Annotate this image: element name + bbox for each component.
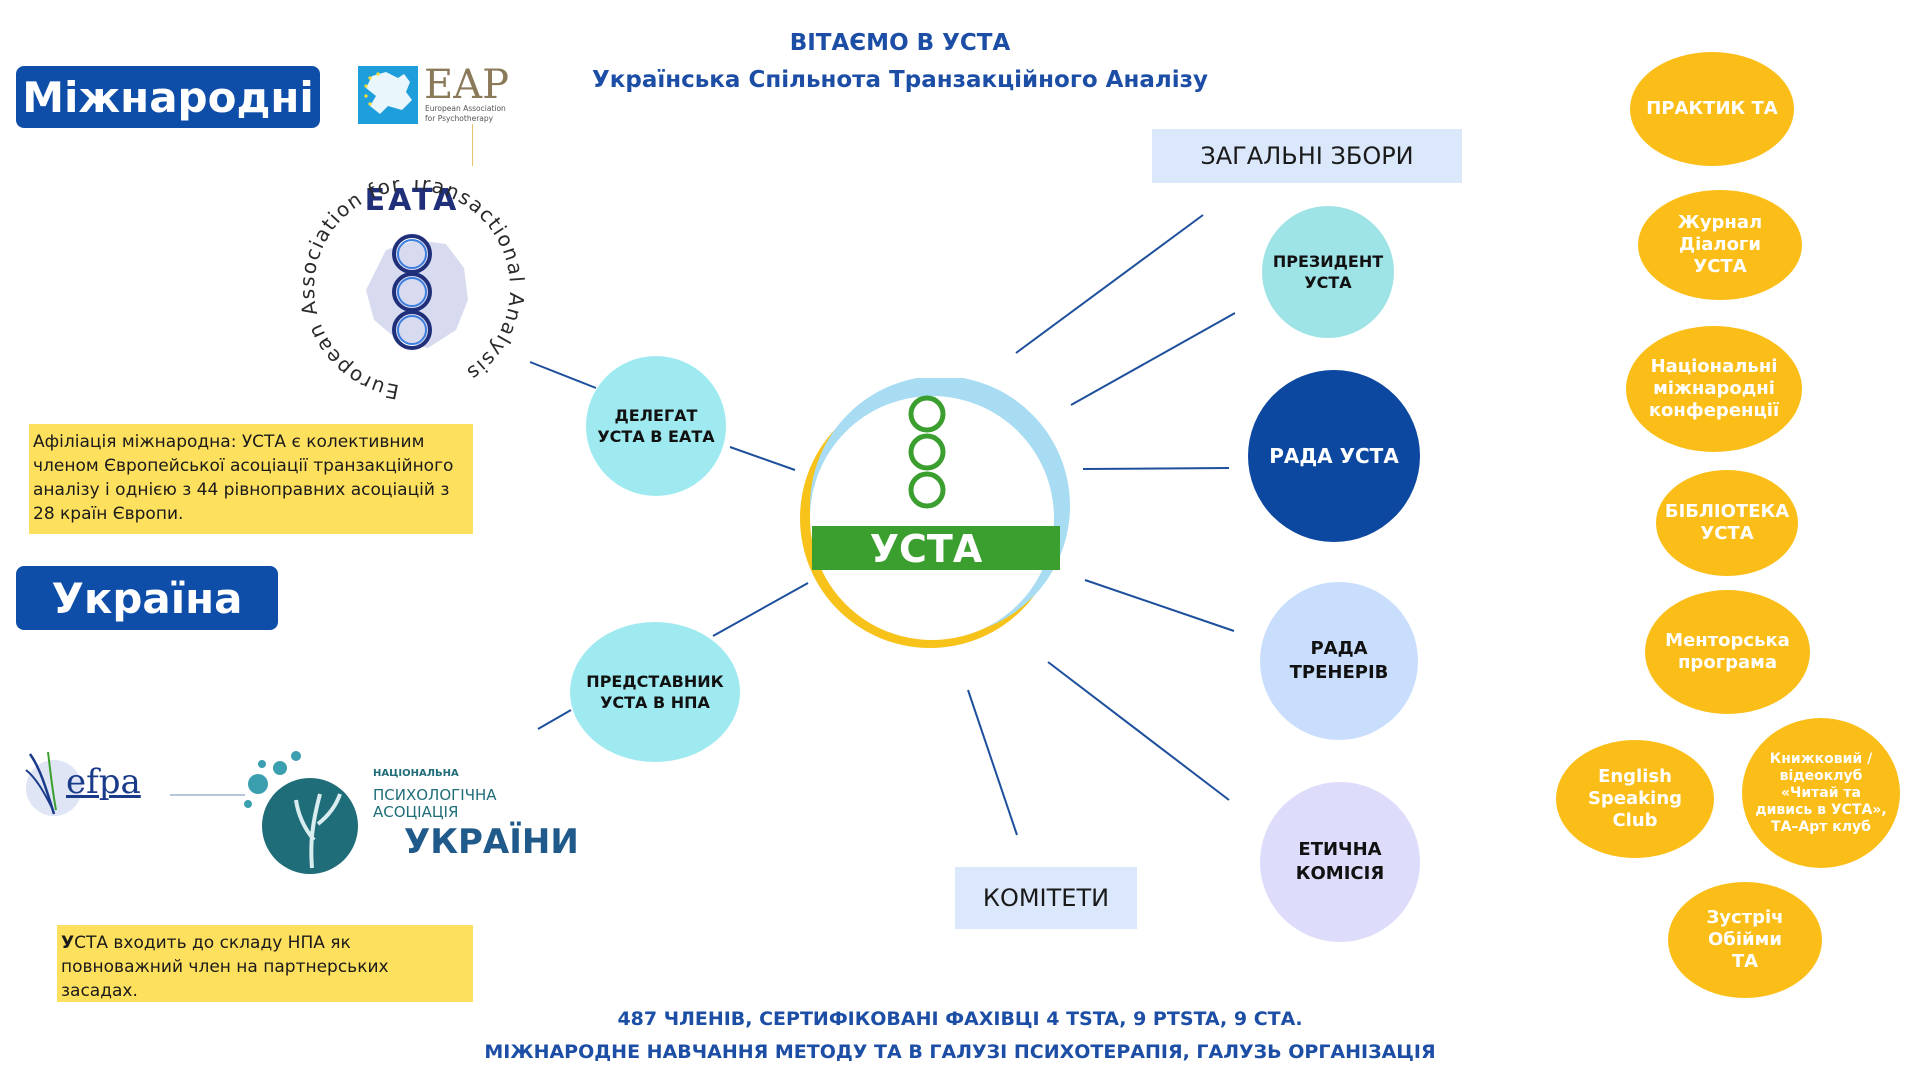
meeting-oval: Зустріч Обійми ТА [1668, 882, 1822, 998]
ukraine-tag: Україна [16, 566, 278, 630]
general-meeting-box: ЗАГАЛЬНІ ЗБОРИ [1152, 129, 1462, 183]
trainers-council-node: РАДА ТРЕНЕРІВ [1260, 582, 1418, 740]
npa-plant-icon [244, 751, 358, 874]
english-club-oval: English Speaking Club [1556, 740, 1714, 858]
ethics-commission-node: ЕТИЧНА КОМІСІЯ [1260, 782, 1420, 942]
npa-small: НАЦІОНАЛЬНА [373, 768, 459, 779]
eap-logo: EAP European Association for Psychothera… [358, 62, 518, 172]
conferences-oval: Національні міжнародні конференції [1626, 326, 1802, 452]
eap-line2: for Psychotherapy [425, 114, 494, 123]
npa-big: УКРАЇНИ [404, 822, 579, 862]
eata-affiliation-note: Афіліація міжнародна: УСТА є колективним… [29, 424, 473, 534]
npa-line2: АСОЦІАЦІЯ [373, 803, 459, 821]
eata-logo: EATA European Association for Transactio… [296, 180, 528, 402]
efpa-leaf-icon [25, 751, 82, 816]
npa-representative-node: ПРЕДСТАВНИК УСТА В НПА [570, 622, 740, 762]
book-club-oval: Книжковий / відеоклуб «Читай та дивись в… [1742, 718, 1900, 868]
usta-center-text: УСТА [870, 527, 983, 571]
eata-affiliation-text: Афіліація міжнародна: УСТА є колективним… [33, 432, 454, 524]
eap-line1: European Association [425, 104, 506, 113]
committees-box: КОМІТЕТИ [955, 867, 1137, 929]
efpa-logo: efpa [24, 748, 154, 823]
footer-training: МІЖНАРОДНЕ НАВЧАННЯ МЕТОДУ ТА В ГАЛУЗІ П… [484, 1041, 1436, 1063]
eap-divider [472, 124, 473, 166]
library-oval: БІБЛІОТЕКА УСТА [1656, 470, 1798, 576]
usta-center-logo: УСТА [800, 378, 1070, 648]
footer-stats: 487 ЧЛЕНІВ, СЕРТИФІКОВАНІ ФАХІВЦІ 4 TSTA… [617, 1008, 1303, 1030]
europe-map-icon [358, 66, 418, 124]
eap-abbr: EAP [424, 62, 509, 108]
page-subtitle: Українська Спільнота Транзакційного Анал… [592, 67, 1208, 93]
npa-line1: ПСИХОЛОГІЧНА [373, 786, 497, 804]
journal-oval: Журнал Діалоги УСТА [1638, 190, 1802, 300]
welcome-title: ВІТАЄМО В УСТА [789, 30, 1011, 56]
president-node: ПРЕЗИДЕНТ УСТА [1262, 206, 1394, 338]
eata-abbr: EATA [365, 183, 460, 218]
npa-logo: НАЦІОНАЛЬНА ПСИХОЛОГІЧНА АСОЦІАЦІЯ УКРАЇ… [240, 744, 579, 874]
mentoring-oval: Менторська програма [1645, 590, 1810, 714]
delegate-eata-node: ДЕЛЕГАТ УСТА В ЕАТА [586, 356, 726, 496]
npa-member-note: УСТА входить до складу НПА як повноважни… [57, 925, 473, 1002]
npa-member-text: СТА входить до складу НПА як повноважний… [61, 933, 389, 1001]
council-node: РАДА УСТА [1248, 370, 1420, 542]
international-tag: Міжнародні [16, 66, 320, 128]
practitioner-ta-oval: ПРАКТИК ТА [1630, 52, 1794, 166]
efpa-text: efpa [66, 762, 141, 802]
npa-member-bold: У [61, 933, 75, 953]
